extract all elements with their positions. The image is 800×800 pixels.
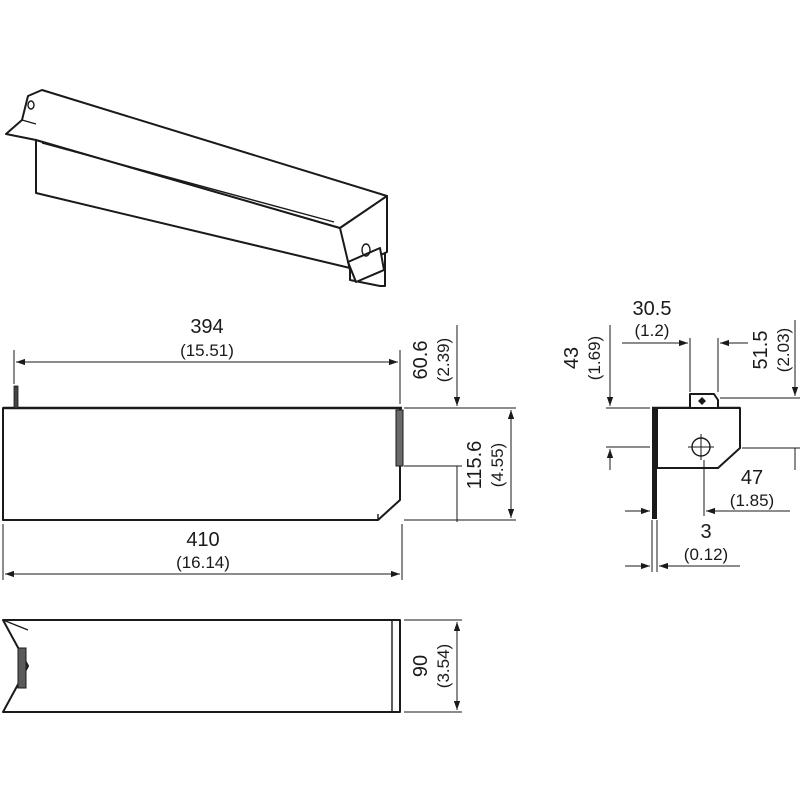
dim-115-6-mm: 115.6: [464, 441, 486, 490]
isometric-view: [5, 89, 388, 287]
front-view: [2, 385, 404, 521]
dim-410-mm: 410: [186, 529, 219, 551]
dim-3-mm: 3: [700, 521, 711, 543]
dim-30-5-inch: (1.2): [635, 321, 670, 340]
iso-end-hole: [361, 243, 371, 257]
dim-51-5-inch: (2.03): [774, 328, 793, 372]
dim-60-6-mm: 60.6: [410, 341, 432, 380]
dim-47-inch: (1.85): [730, 491, 774, 510]
bottom-view: [2, 619, 401, 713]
dim-115-6-inch: (4.55): [488, 443, 507, 487]
dim-60-6-inch: (2.39): [434, 338, 453, 382]
dim-3-inch: (0.12): [684, 545, 728, 564]
dim-410-inch: (16.14): [176, 553, 230, 572]
dim-394-mm: 394: [190, 316, 223, 338]
dim-47-mm: 47: [741, 467, 763, 489]
dimension-90: 90 (3.54): [404, 619, 462, 713]
iso-tab-hole: [27, 100, 35, 110]
dimension-3: 3 (0.12): [625, 520, 740, 572]
dimension-115-6: 115.6 (4.55): [404, 407, 516, 521]
dim-394-inch: (15.51): [180, 341, 234, 360]
dim-43-mm: 43: [561, 347, 583, 369]
dimension-47: 47 (1.85): [625, 460, 790, 516]
dimension-60-6: 60.6 (2.39): [404, 325, 462, 522]
dim-30-5-mm: 30.5: [633, 298, 672, 320]
dimension-43: 43 (1.69): [561, 325, 650, 470]
dimension-394: 394 (15.51): [13, 316, 401, 404]
dim-90-inch: (3.54): [434, 644, 453, 688]
dim-90-mm: 90: [410, 655, 432, 677]
dim-43-inch: (1.69): [585, 336, 604, 380]
dim-51-5-mm: 51.5: [750, 331, 772, 370]
dimension-410: 410 (16.14): [2, 524, 403, 580]
dimension-30-5: 30.5 (1.2): [622, 298, 748, 392]
side-profile-view: [652, 393, 741, 519]
dimension-51-5: 51.5 (2.03): [720, 320, 800, 470]
